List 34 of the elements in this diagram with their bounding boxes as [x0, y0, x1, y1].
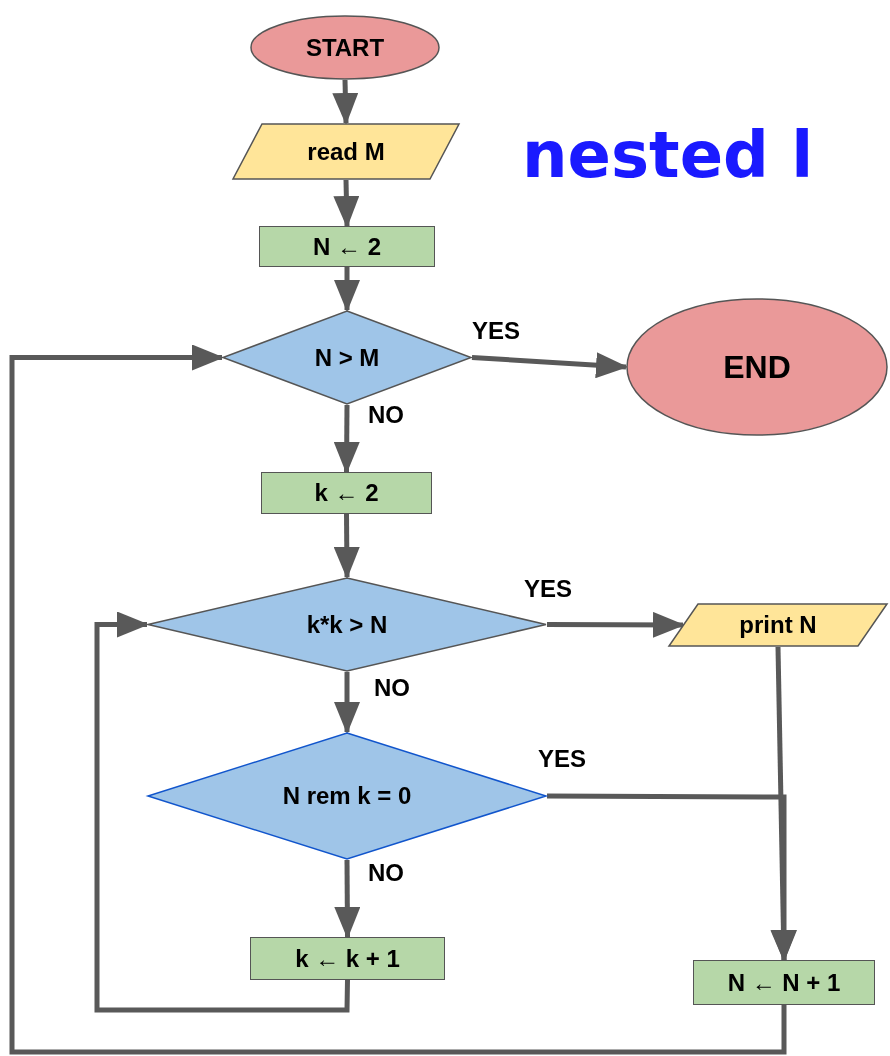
decision-diamond [222, 310, 472, 405]
node-label: N > M [314, 343, 380, 372]
node-label: START [305, 33, 385, 62]
end-terminal [626, 298, 888, 436]
node-label: read M [307, 137, 385, 166]
node-label: k ← 2 [314, 479, 379, 507]
arrow [770, 646, 797, 962]
process-box [259, 226, 435, 267]
arrow [334, 672, 360, 734]
title: nested l [522, 118, 814, 192]
arrow [333, 514, 360, 579]
arrow [9, 344, 787, 1055]
arrow [332, 79, 359, 125]
node-label: print N [739, 611, 817, 639]
node-label: N rem k = 0 [282, 782, 412, 810]
process-box [693, 960, 875, 1005]
arrow [333, 179, 360, 228]
node-label: N ← N + 1 [727, 968, 841, 997]
node-label: k*k > N [306, 610, 388, 639]
arrow [333, 405, 360, 474]
arrow [334, 860, 361, 939]
input-parallelogram [232, 123, 460, 180]
arrow [471, 352, 628, 379]
process-box [261, 472, 432, 514]
arrow [547, 793, 797, 962]
node-label: N ← 2 [313, 232, 381, 261]
arrow [547, 611, 685, 638]
node-label: END [723, 348, 791, 386]
arrow [94, 611, 350, 1013]
output-parallelogram [668, 603, 888, 647]
node-label: k ← k + 1 [295, 944, 400, 973]
start-terminal [250, 15, 440, 80]
process-box [250, 937, 445, 980]
arrow [334, 267, 360, 312]
